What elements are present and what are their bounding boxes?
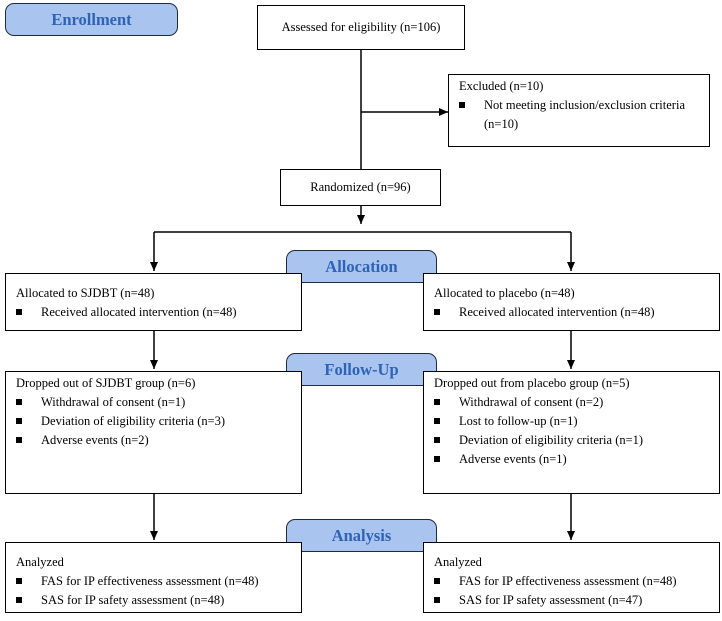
allocated-sjdbt-title: Allocated to SJDBT (n=48) [16, 286, 155, 300]
dropout-sjdbt-item-text: Deviation of eligibility criteria (n=3) [41, 414, 226, 428]
dropout-sjdbt-item-text: Adverse events (n=2) [41, 433, 149, 447]
dropout-placebo-item: Lost to follow-up (n=1) [434, 412, 709, 431]
assessed-text: Assessed for eligibility (n=106) [281, 20, 441, 34]
bullet-icon [16, 309, 22, 315]
dropout-sjdbt-title: Dropped out of SJDBT group (n=6) [16, 376, 196, 390]
analyzed-sjdbt-item: SAS for IP safety assessment (n=48) [16, 591, 291, 610]
bullet-icon [459, 102, 465, 108]
allocated-sjdbt-item-text: Received allocated intervention (n=48) [41, 305, 237, 319]
analyzed-sjdbt-box: Analyzed FAS for IP effectiveness assess… [5, 542, 302, 613]
bullet-icon [434, 578, 440, 584]
bullet-icon [16, 418, 22, 424]
dropout-placebo-item-text: Deviation of eligibility criteria (n=1) [459, 433, 644, 447]
dropout-placebo-item: Adverse events (n=1) [434, 450, 709, 469]
excluded-item: Not meeting inclusion/exclusion criteria… [459, 96, 699, 134]
dropout-sjdbt-item-text: Withdrawal of consent (n=1) [41, 395, 186, 409]
allocated-sjdbt-box: Allocated to SJDBT (n=48) Received alloc… [5, 273, 302, 331]
randomized-text: Randomized (n=96) [310, 180, 411, 194]
analyzed-placebo-title: Analyzed [434, 555, 482, 569]
dropout-sjdbt-item: Deviation of eligibility criteria (n=3) [16, 412, 291, 431]
dropout-placebo-item-text: Adverse events (n=1) [459, 452, 567, 466]
allocated-placebo-title: Allocated to placebo (n=48) [434, 286, 575, 300]
bullet-icon [434, 399, 440, 405]
bullet-icon [434, 437, 440, 443]
analyzed-placebo-item: FAS for IP effectiveness assessment (n=4… [434, 572, 709, 591]
analyzed-placebo-item: SAS for IP safety assessment (n=47) [434, 591, 709, 610]
allocated-placebo-item-text: Received allocated intervention (n=48) [459, 305, 655, 319]
bullet-icon [434, 418, 440, 424]
dropout-sjdbt-item: Withdrawal of consent (n=1) [16, 393, 291, 412]
randomized-box: Randomized (n=96) [280, 169, 441, 206]
allocated-placebo-box: Allocated to placebo (n=48) Received all… [423, 273, 720, 331]
excluded-box: Excluded (n=10) Not meeting inclusion/ex… [448, 74, 710, 147]
dropout-placebo-title: Dropped out from placebo group (n=5) [434, 376, 630, 390]
dropout-placebo-item-text: Lost to follow-up (n=1) [459, 414, 578, 428]
stage-allocation: Allocation [286, 250, 437, 283]
allocated-sjdbt-item: Received allocated intervention (n=48) [16, 303, 291, 322]
bullet-icon [434, 456, 440, 462]
analyzed-placebo-item-text: SAS for IP safety assessment (n=47) [459, 593, 643, 607]
dropout-placebo-item-text: Withdrawal of consent (n=2) [459, 395, 604, 409]
allocated-placebo-item: Received allocated intervention (n=48) [434, 303, 709, 322]
analyzed-sjdbt-title: Analyzed [16, 555, 64, 569]
bullet-icon [16, 399, 22, 405]
bullet-icon [434, 597, 440, 603]
assessed-box: Assessed for eligibility (n=106) [257, 5, 465, 50]
analyzed-sjdbt-item-text: FAS for IP effectiveness assessment (n=4… [41, 574, 259, 588]
dropout-sjdbt-item: Adverse events (n=2) [16, 431, 291, 450]
dropout-placebo-item: Withdrawal of consent (n=2) [434, 393, 709, 412]
stage-follow-up: Follow-Up [286, 353, 437, 386]
bullet-icon [16, 437, 22, 443]
stage-enrollment: Enrollment [5, 3, 178, 36]
analyzed-sjdbt-item-text: SAS for IP safety assessment (n=48) [41, 593, 225, 607]
analyzed-placebo-box: Analyzed FAS for IP effectiveness assess… [423, 542, 720, 613]
stage-analysis: Analysis [286, 519, 437, 552]
analyzed-placebo-item-text: FAS for IP effectiveness assessment (n=4… [459, 574, 677, 588]
dropout-sjdbt-box: Dropped out of SJDBT group (n=6) Withdra… [5, 371, 302, 494]
excluded-item-text: Not meeting inclusion/exclusion criteria… [484, 98, 685, 131]
excluded-title: Excluded (n=10) [459, 79, 544, 93]
analyzed-sjdbt-item: FAS for IP effectiveness assessment (n=4… [16, 572, 291, 591]
bullet-icon [16, 578, 22, 584]
bullet-icon [16, 597, 22, 603]
dropout-placebo-box: Dropped out from placebo group (n=5) Wit… [423, 371, 720, 494]
dropout-placebo-item: Deviation of eligibility criteria (n=1) [434, 431, 709, 450]
bullet-icon [434, 309, 440, 315]
